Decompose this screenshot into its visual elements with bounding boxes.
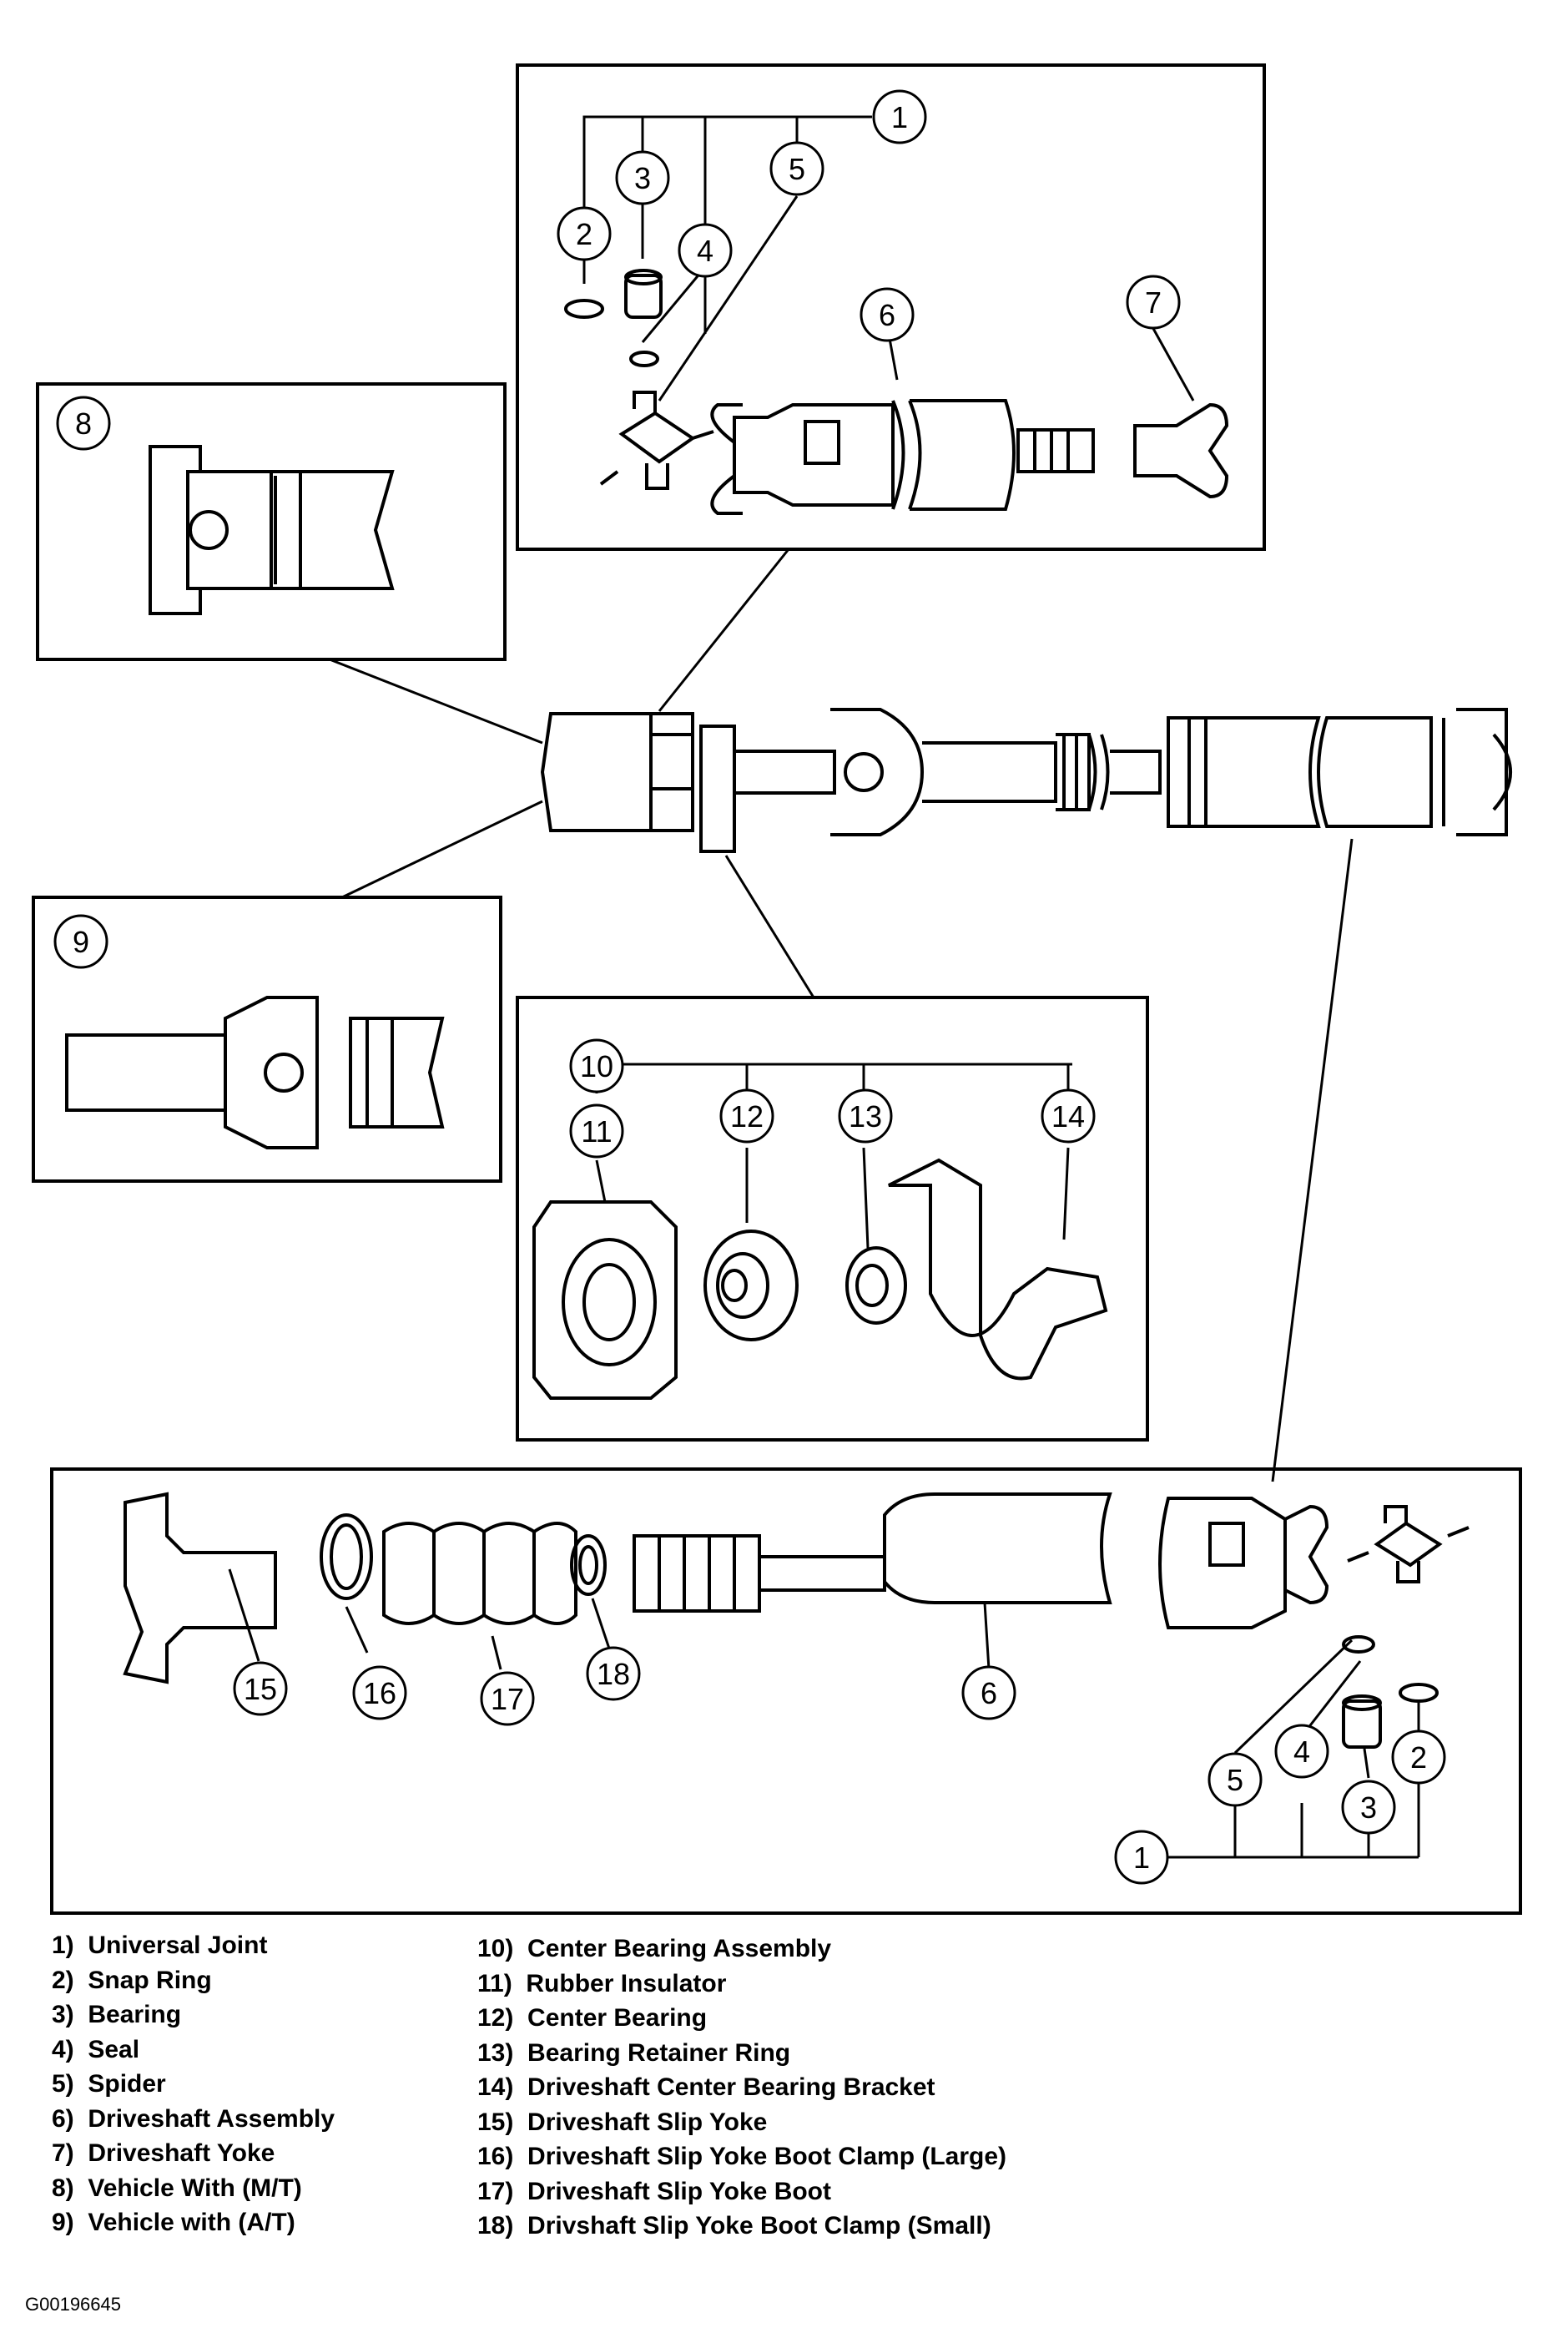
legend-item: 9) Vehicle with (A/T): [52, 2209, 295, 2236]
callout-15: 15: [233, 1661, 288, 1716]
svg-text:2: 2: [576, 217, 592, 251]
callout-top-6: 6: [860, 287, 915, 342]
callout-9: 9: [53, 914, 108, 969]
svg-text:10: 10: [580, 1049, 613, 1083]
callout-14: 14: [1041, 1088, 1096, 1144]
svg-text:17: 17: [491, 1682, 524, 1716]
bottom-detail-box: [50, 1467, 1522, 1915]
svg-text:9: 9: [73, 925, 89, 959]
callout-bottom-4: 4: [1274, 1724, 1329, 1779]
svg-text:15: 15: [244, 1672, 277, 1706]
svg-text:14: 14: [1051, 1099, 1085, 1134]
callout-top-4: 4: [678, 223, 733, 278]
svg-text:1: 1: [891, 100, 908, 134]
svg-text:4: 4: [697, 234, 713, 268]
callout-bottom-6: 6: [961, 1665, 1016, 1720]
legend-item: 8) Vehicle With (M/T): [52, 2174, 302, 2202]
legend-item: 7) Driveshaft Yoke: [52, 2139, 275, 2167]
at-detail-box: [32, 896, 502, 1183]
svg-text:12: 12: [730, 1099, 764, 1134]
legend-item: 6) Driveshaft Assembly: [52, 2104, 335, 2133]
mt-detail-box: [36, 382, 507, 661]
callout-top-1: 1: [872, 89, 927, 144]
callout-11: 11: [569, 1103, 624, 1159]
figure-code: G00196645: [25, 2294, 121, 2315]
svg-text:5: 5: [1227, 1763, 1243, 1797]
svg-text:6: 6: [981, 1676, 997, 1710]
legend-left: 1) Universal Joint 2) Snap Ring 3) Beari…: [52, 1928, 335, 2240]
svg-text:7: 7: [1145, 285, 1162, 320]
callout-top-7: 7: [1126, 275, 1181, 330]
svg-text:5: 5: [789, 152, 805, 186]
legend-item: 3) Bearing: [52, 2001, 182, 2028]
legend-item: 15) Driveshaft Slip Yoke: [477, 2108, 768, 2136]
svg-text:4: 4: [1293, 1735, 1310, 1769]
center-bearing-box: [516, 996, 1149, 1442]
svg-text:2: 2: [1410, 1740, 1427, 1775]
svg-text:3: 3: [1360, 1790, 1377, 1825]
svg-text:1: 1: [1133, 1841, 1150, 1875]
svg-text:16: 16: [363, 1676, 396, 1710]
main-driveshaft: [540, 708, 1512, 853]
svg-text:6: 6: [879, 298, 895, 332]
callout-bottom-2: 2: [1391, 1730, 1446, 1785]
legend-item: 1) Universal Joint: [52, 1932, 268, 1959]
legend-item: 16) Driveshaft Slip Yoke Boot Clamp (Lar…: [477, 2143, 1007, 2170]
callout-10: 10: [569, 1038, 624, 1093]
callout-top-5: 5: [769, 141, 824, 196]
callout-8: 8: [56, 396, 111, 451]
legend-item: 13) Bearing Retainer Ring: [477, 2038, 791, 2067]
legend-item: 10) Center Bearing Assembly: [477, 1935, 832, 1962]
legend-item: 4) Seal: [52, 2035, 140, 2063]
svg-text:18: 18: [597, 1657, 630, 1691]
svg-text:8: 8: [75, 407, 92, 441]
callout-top-3: 3: [615, 150, 670, 205]
callout-bottom-5: 5: [1208, 1752, 1263, 1807]
legend-item: 2) Snap Ring: [52, 1966, 212, 1994]
legend-right: 10) Center Bearing Assembly 11) Rubber I…: [477, 1932, 1006, 2244]
legend-item: 12) Center Bearing: [477, 2004, 708, 2032]
svg-text:13: 13: [849, 1099, 882, 1134]
svg-text:3: 3: [634, 161, 651, 195]
legend-item: 11) Rubber Insulator: [477, 1969, 727, 1997]
callout-bottom-1: 1: [1114, 1830, 1169, 1885]
callout-top-2: 2: [557, 206, 612, 261]
callout-13: 13: [838, 1088, 893, 1144]
callout-bottom-3: 3: [1341, 1780, 1396, 1835]
callout-12: 12: [719, 1088, 774, 1144]
top-detail-box: [516, 63, 1266, 551]
callout-16: 16: [352, 1665, 407, 1720]
callout-18: 18: [586, 1646, 641, 1701]
legend-item: 5) Spider: [52, 2070, 166, 2098]
svg-text:11: 11: [581, 1114, 612, 1149]
legend-item: 17) Driveshaft Slip Yoke Boot: [477, 2177, 832, 2205]
legend-item: 18) Drivshaft Slip Yoke Boot Clamp (Smal…: [477, 2212, 991, 2240]
callout-17: 17: [480, 1671, 535, 1726]
legend-item: 14) Driveshaft Center Bearing Bracket: [477, 2073, 935, 2101]
